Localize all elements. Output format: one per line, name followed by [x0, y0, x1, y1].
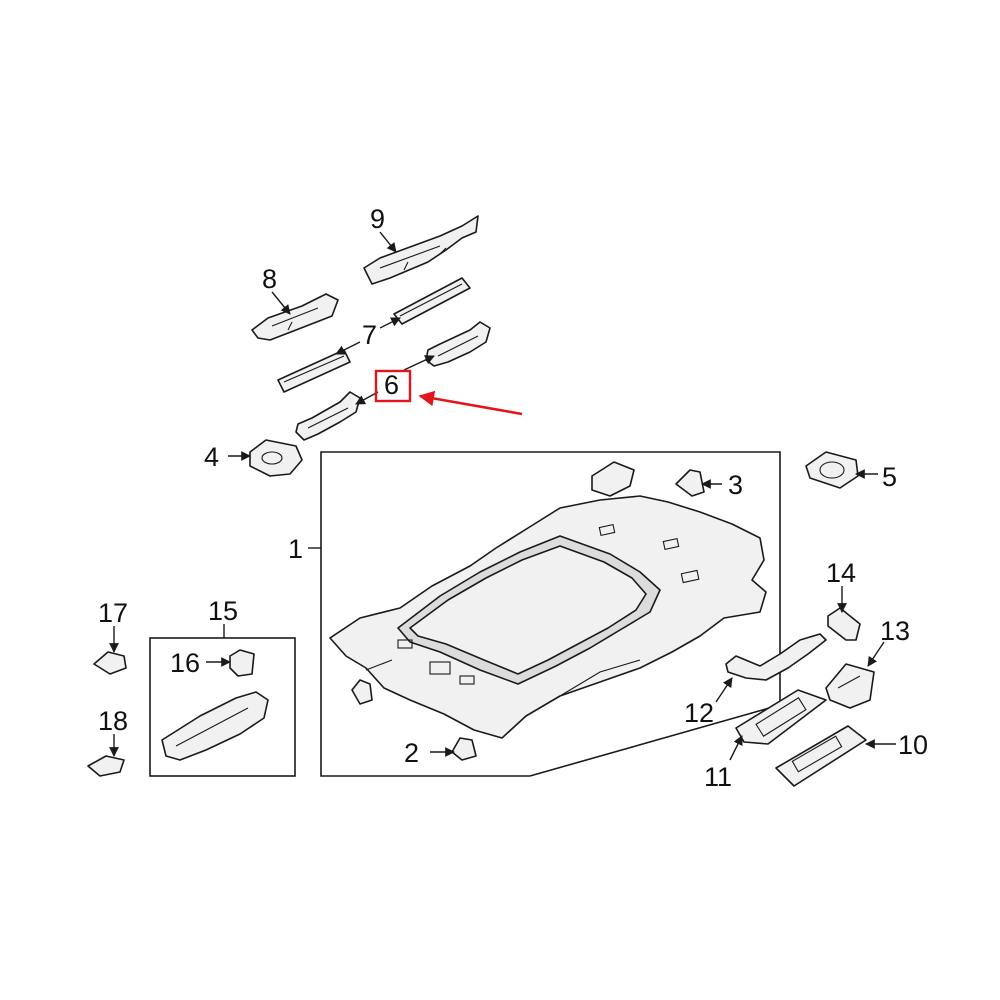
headliner-group-frame	[320, 451, 781, 777]
callout-1: 1	[288, 534, 303, 564]
highlight-arrow	[418, 390, 523, 416]
callout-9: 9	[370, 204, 385, 234]
sunvisor-group-frame	[149, 637, 296, 777]
part-16-holder	[229, 649, 255, 677]
part-17-clip	[93, 651, 127, 675]
leader-6a	[403, 355, 435, 371]
part-11-console	[735, 689, 827, 745]
callout-14: 14	[826, 558, 856, 588]
callout-13: 13	[880, 616, 910, 646]
leader-11	[729, 735, 743, 761]
callout-12: 12	[684, 698, 714, 728]
callout-11: 11	[704, 762, 732, 792]
part-4-bracket	[249, 439, 303, 477]
callout-4: 4	[204, 442, 219, 472]
callout-10: 10	[898, 730, 928, 760]
leader-13	[867, 641, 885, 667]
leader-7a	[379, 317, 401, 329]
callout-16: 16	[170, 648, 200, 678]
part-18-clip	[87, 755, 125, 777]
part-2-clip	[451, 737, 477, 761]
callout-8: 8	[262, 264, 277, 294]
leader-9	[379, 231, 397, 253]
highlight-box	[374, 369, 412, 403]
part-6-grab-handle-lower	[295, 391, 361, 441]
leader-8	[271, 291, 291, 315]
callout-6: 6	[384, 370, 399, 400]
callout-7: 7	[362, 320, 377, 350]
part-7-pad-upper	[393, 277, 471, 325]
part-3-clip	[675, 469, 705, 497]
headliner-pad	[591, 461, 635, 497]
callout-18: 18	[98, 706, 128, 736]
part-8-bracket	[251, 293, 339, 341]
part-1-headliner	[329, 495, 767, 739]
part-13-lamp	[825, 663, 875, 709]
part-7-pad-lower	[277, 349, 351, 393]
callout-5: 5	[882, 462, 897, 492]
part-6-grab-handle-upper	[425, 321, 491, 367]
part-12-bracket	[725, 633, 827, 681]
callout-2: 2	[404, 738, 419, 768]
headliner-clip	[351, 679, 373, 705]
leader-7b	[335, 341, 361, 355]
part-15-sun-visor	[161, 691, 269, 761]
part-9-bracket	[363, 215, 479, 285]
part-5-grommet	[805, 451, 859, 489]
leader-6b	[355, 391, 379, 405]
callout-15: 15	[208, 596, 238, 626]
leader-12	[715, 677, 733, 703]
part-14-clip	[827, 607, 861, 641]
callout-3: 3	[728, 470, 743, 500]
callout-17: 17	[98, 598, 128, 628]
part-10-console	[775, 725, 867, 787]
